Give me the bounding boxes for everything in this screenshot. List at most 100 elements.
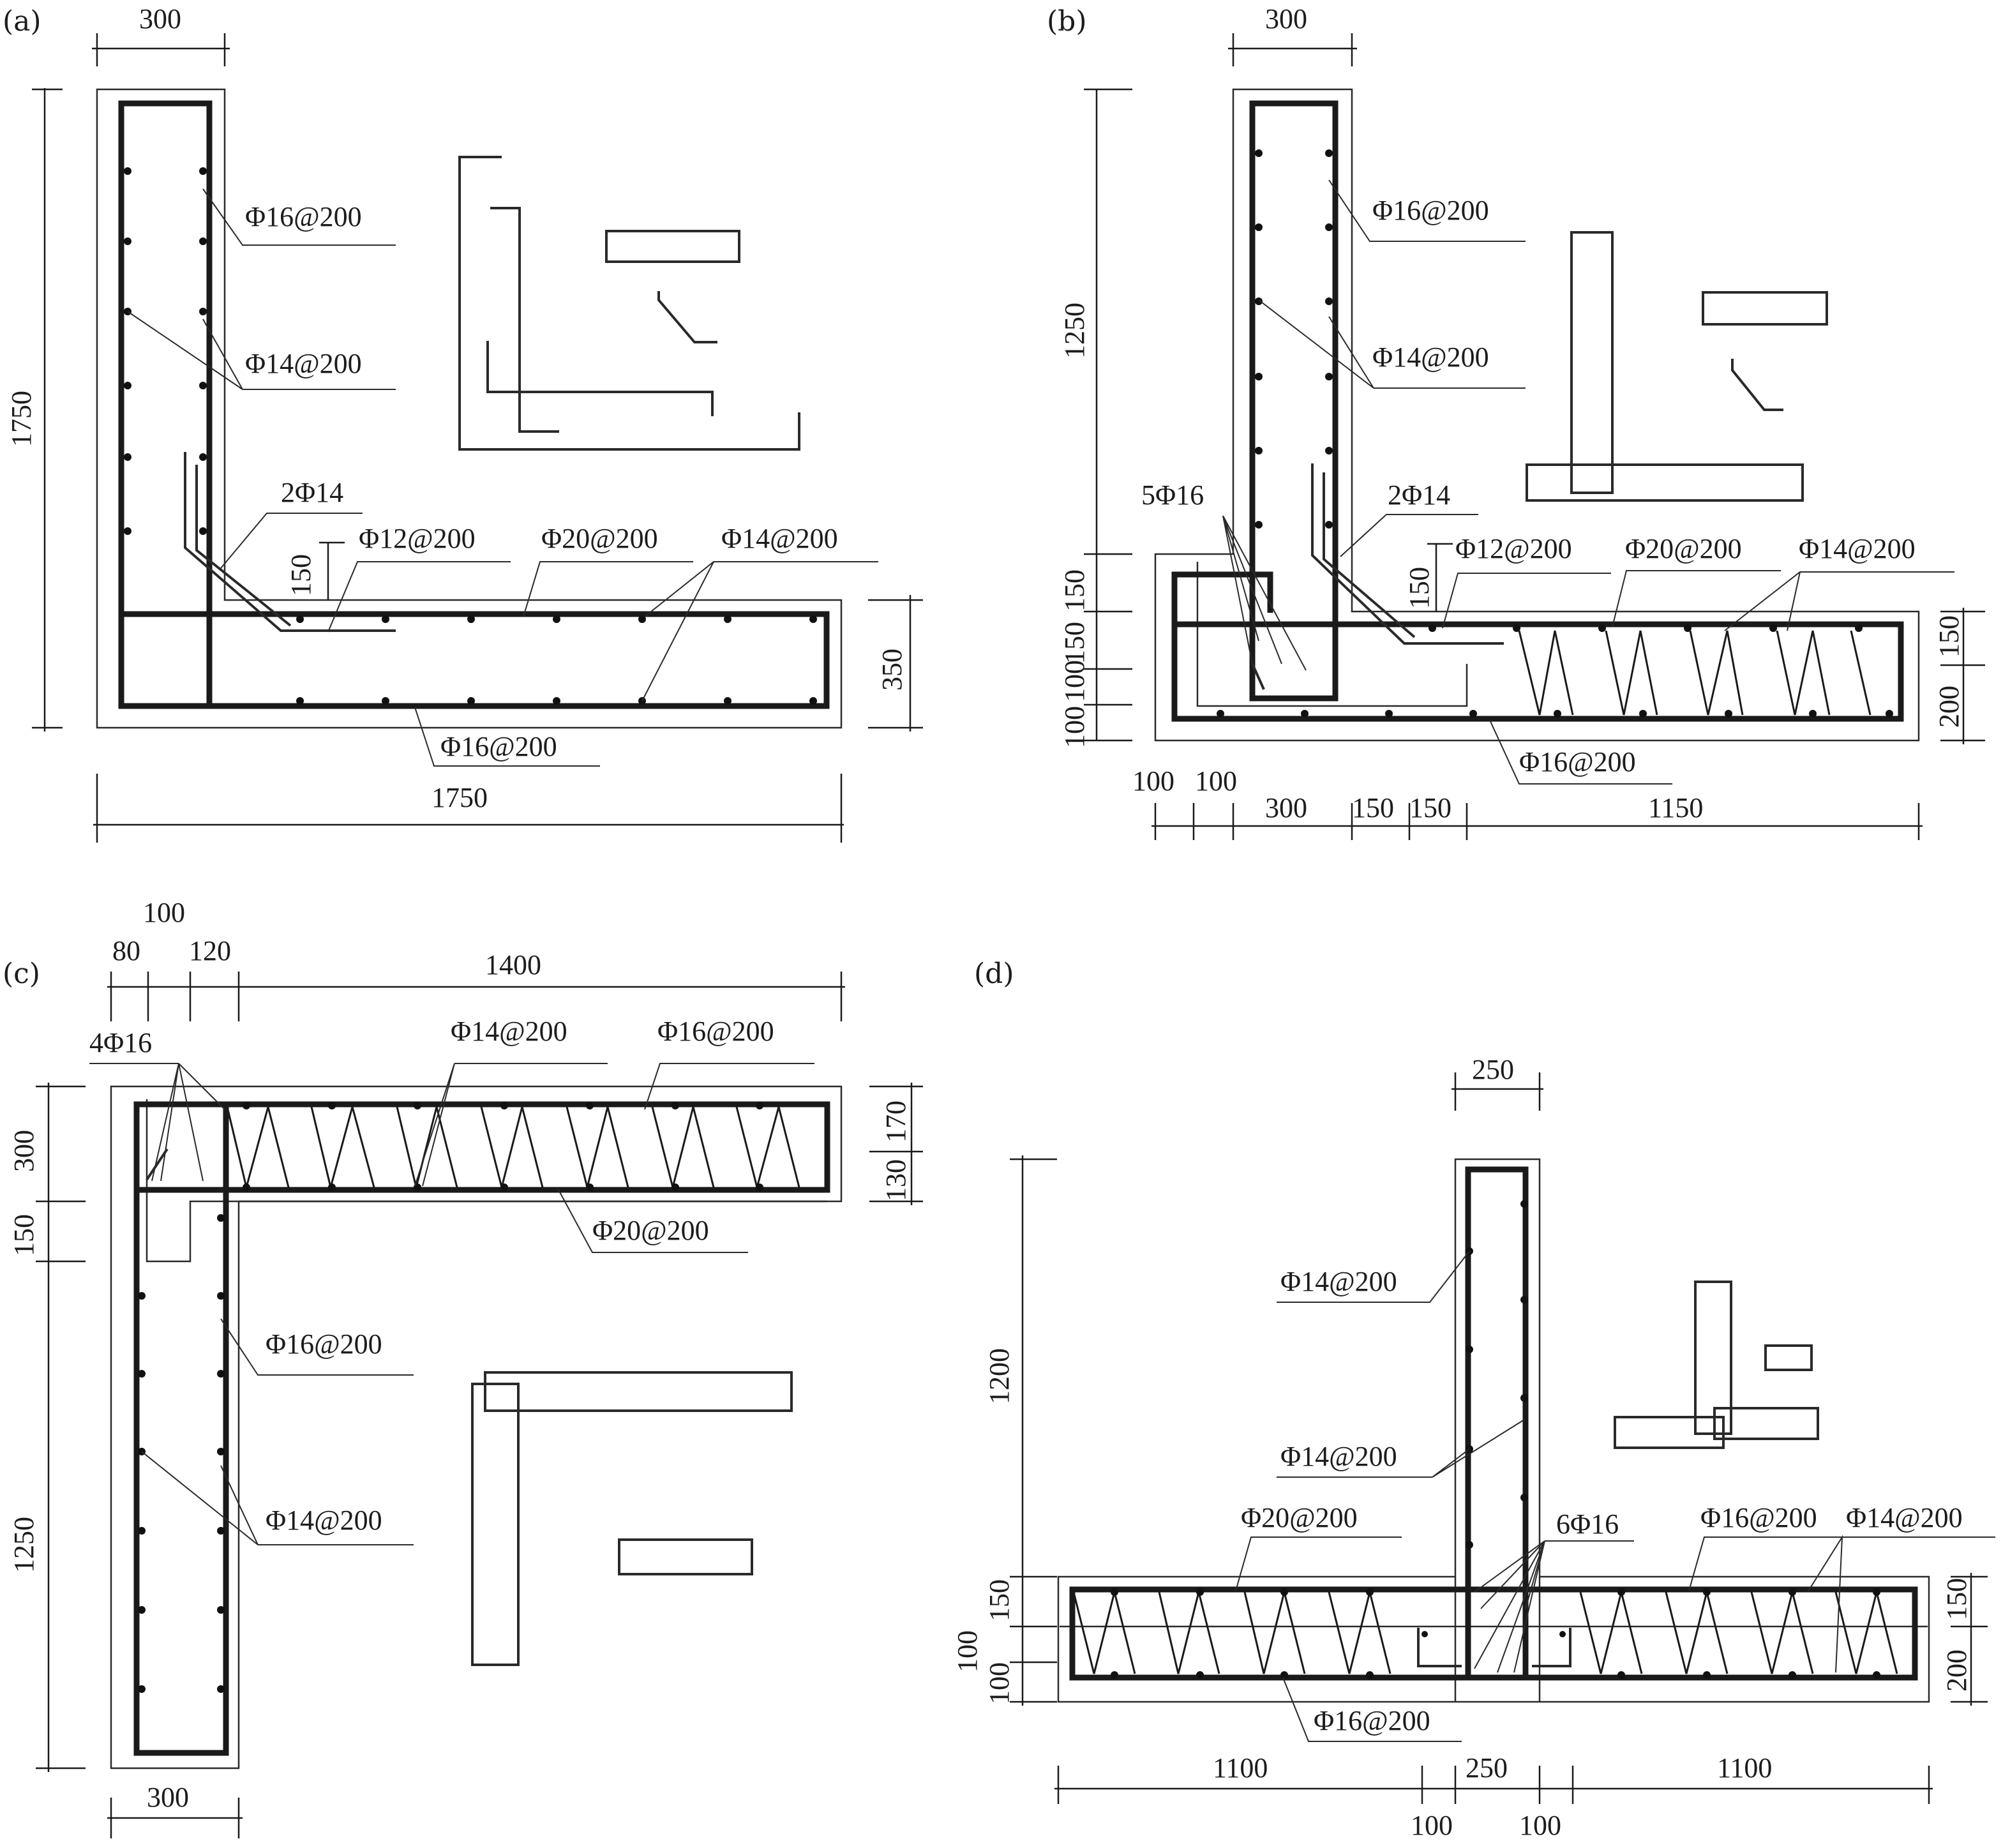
d-dim-b1100a: 1100: [1213, 1752, 1268, 1784]
d-dim-l150: 150: [984, 1579, 1015, 1621]
b-leader-2: [1258, 299, 1526, 389]
c-dim-right: [869, 1083, 923, 1205]
b-leader-7: [1724, 571, 1954, 631]
b-dim-150b: 150: [1059, 622, 1090, 664]
panel-b: (b) 300 1250 150 150 100 100 150: [1047, 3, 1985, 840]
caption-b: (b): [1047, 5, 1087, 38]
a-dim-150-text: 150: [285, 554, 317, 596]
a-leader-5: [523, 561, 693, 617]
c-dots: [138, 1102, 763, 1693]
d-label-5: Φ16@200: [1700, 1502, 1817, 1533]
b-label-6: Φ20@200: [1625, 533, 1742, 564]
c-ties: [226, 1103, 800, 1191]
b-concrete-outline: [1154, 88, 1920, 742]
a-dots: [124, 167, 817, 705]
b-dim-left: [1084, 88, 1132, 742]
c-dim-b300: 300: [147, 1782, 189, 1813]
d-dim-r200: 200: [1941, 1649, 1972, 1692]
b-label-4: 2Φ14: [1388, 479, 1450, 511]
b-dim-q150: 150: [1404, 567, 1435, 609]
b-ties: [1518, 630, 1871, 716]
a-leader-3: [220, 513, 363, 569]
c-label-2: Φ14@200: [451, 1016, 567, 1047]
c-dim-l300: 300: [8, 1130, 40, 1172]
d-label-7: Φ16@200: [1314, 1705, 1430, 1736]
d-dim-b100a: 100: [1411, 1810, 1453, 1841]
d-dim-b1100b: 1100: [1717, 1752, 1772, 1784]
c-leader-2: [414, 1063, 608, 1187]
b-dim-r200: 200: [1933, 686, 1965, 728]
d-dim-1200: 1200: [984, 1348, 1015, 1404]
b-dim-right: [1940, 608, 1985, 744]
d-sketch-small: [1764, 1344, 1813, 1371]
b-dim-150a: 150: [1059, 569, 1090, 612]
d-leader-4: [1474, 1540, 1634, 1673]
a-leader-1: [202, 188, 396, 246]
c-label-6: Φ14@200: [266, 1505, 382, 1536]
b-corner-bar: [1311, 463, 1504, 645]
d-stirrup-vertical: [1465, 1166, 1529, 1681]
d-dim-r150: 150: [1941, 1578, 1972, 1620]
d-dim-l100b: 100: [984, 1662, 1015, 1704]
a-leader-4: [327, 561, 511, 633]
b-label-5: Φ12@200: [1455, 533, 1572, 564]
a-sketch-hook: [486, 341, 714, 416]
d-label-3: Φ20@200: [1241, 1502, 1358, 1533]
c-sketch-horizontal: [484, 1371, 793, 1412]
b-dots: [1217, 149, 1893, 717]
d-dim-top-text: 250: [1472, 1054, 1514, 1085]
b-leader-1: [1328, 179, 1526, 242]
c-leader-6: [141, 1451, 414, 1545]
d-ties: [1072, 1591, 1898, 1674]
b-dim-b100a: 100: [1132, 765, 1174, 797]
d-label-4: 6Φ16: [1556, 1508, 1619, 1540]
d-label-6: Φ14@200: [1846, 1502, 1963, 1533]
d-concrete-outline: [1057, 1158, 1930, 1703]
b-dim-r150: 150: [1933, 615, 1965, 657]
c-dim-l150: 150: [8, 1214, 40, 1256]
c-label-5: Φ16@200: [266, 1328, 382, 1360]
c-stirrup-horizontal: [137, 1101, 830, 1193]
b-leader-5: [1442, 573, 1611, 629]
b-leader-8: [1489, 719, 1672, 785]
c-dim-t100: 100: [143, 897, 185, 928]
b-dim-b1150: 1150: [1648, 792, 1703, 823]
a-dim-bottom-text: 1750: [431, 782, 488, 813]
d-dim-left: [1010, 1155, 1057, 1706]
a-corner-bar: [184, 452, 396, 632]
caption-a: (a): [3, 5, 41, 38]
b-leader-3: [1222, 515, 1307, 671]
a-sketch-bar-rect: [605, 230, 740, 263]
b-inner-outline: [1196, 562, 1468, 707]
c-dim-t1400: 1400: [485, 949, 541, 980]
panel-a: (a) 300 1750 350 1750: [3, 3, 923, 843]
b-stirrup-horizontal: [1171, 571, 1904, 722]
b-dim-bottom: [1151, 803, 1923, 840]
a-sketch-bend: [657, 291, 717, 343]
a-label-1: Φ16@200: [245, 201, 362, 232]
b-label-3: 5Φ16: [1141, 479, 1204, 511]
b-dim-b150b: 150: [1409, 792, 1451, 823]
d-dim-b100b: 100: [1519, 1810, 1561, 1841]
d-label-2: Φ14@200: [1280, 1441, 1397, 1472]
c-sketch-vertical: [471, 1383, 520, 1666]
b-label-8: Φ16@200: [1519, 746, 1636, 778]
d-dim-right: [1951, 1573, 1988, 1706]
b-leader-4: [1340, 514, 1478, 557]
c-leader-4: [557, 1188, 748, 1253]
a-leader-2: [127, 311, 396, 390]
a-dim-top: [92, 33, 230, 66]
d-label-1: Φ14@200: [1280, 1266, 1397, 1297]
d-sketch-left: [1614, 1416, 1725, 1449]
a-dim-bottom: [93, 774, 844, 843]
a-corner-bar-2: [195, 465, 292, 627]
b-dim-1250: 1250: [1059, 303, 1090, 359]
c-dim-top: [107, 972, 845, 1021]
b-stirrup-vertical: [1249, 100, 1339, 702]
a-leader-6: [641, 561, 878, 702]
b-dim-b100b: 100: [1195, 765, 1237, 797]
d-sketch-right: [1713, 1407, 1819, 1440]
b-dim-b300: 300: [1265, 792, 1307, 823]
d-dim-b250: 250: [1466, 1752, 1508, 1784]
d-dots: [1111, 1200, 1880, 1679]
